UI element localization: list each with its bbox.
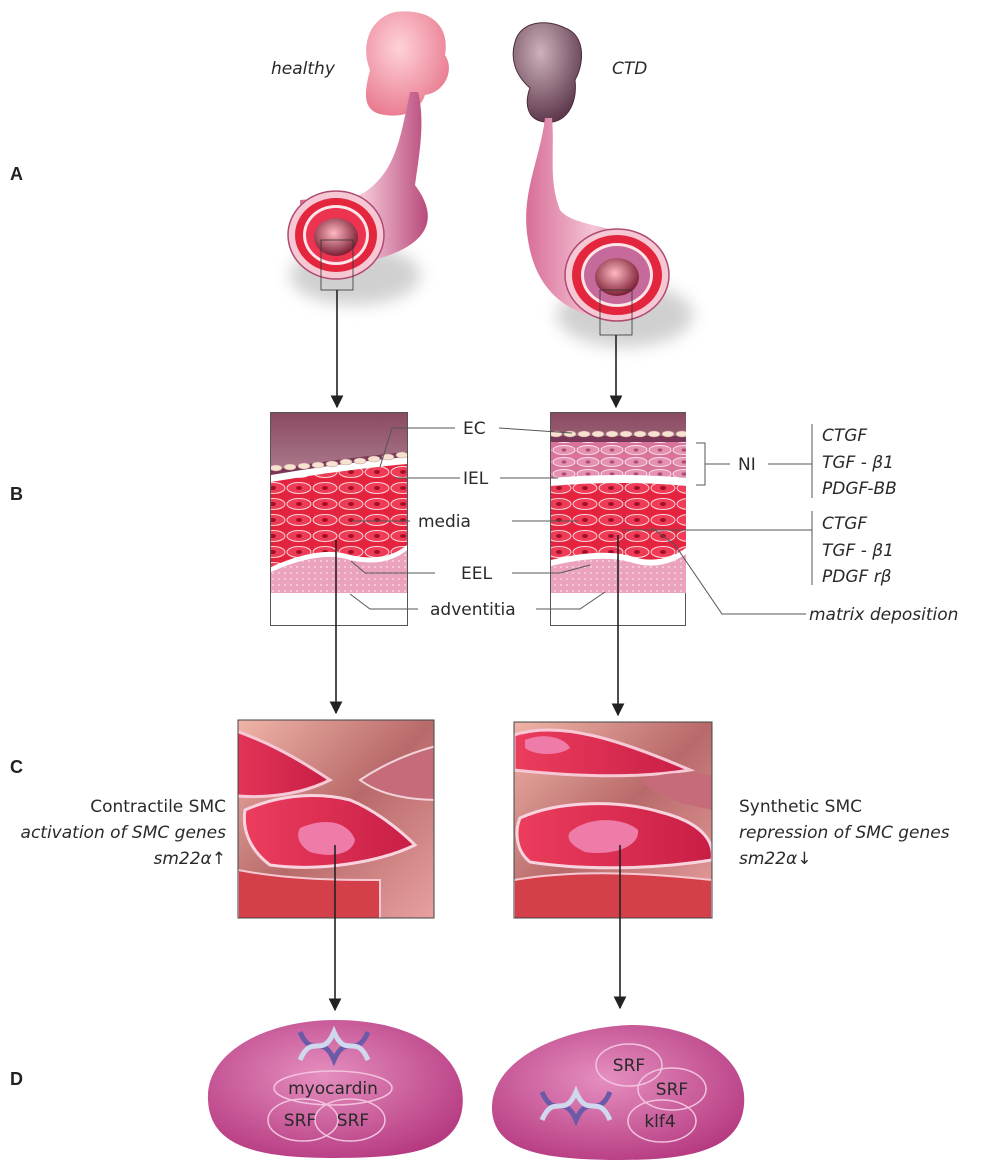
nucleus-healthy-myocardin: myocardin	[288, 1079, 378, 1099]
row-label-b: B	[10, 484, 23, 504]
nucleus-ctd-srf-2: SRF	[656, 1080, 688, 1100]
row-label-a: A	[10, 164, 23, 184]
factor-media-pdgf: PDGF rβ	[822, 567, 892, 587]
label-ctd: CTD	[612, 59, 647, 79]
label-eel: EEL	[461, 564, 492, 584]
nucleus-healthy-srf-2: SRF	[337, 1111, 369, 1131]
label-iel: IEL	[463, 469, 489, 489]
ctd-nucleus	[492, 1025, 744, 1160]
contractile-description: activation of SMC genes	[21, 823, 227, 843]
synthetic-smc-tissue	[514, 722, 712, 920]
synthetic-marker: sm22α↓	[739, 849, 812, 869]
factor-ni-tgf: TGF - β1	[822, 453, 894, 473]
row-label-c: C	[10, 757, 23, 777]
label-media: media	[418, 512, 471, 532]
contractile-smc-tissue	[200, 720, 440, 920]
label-healthy: healthy	[271, 59, 336, 79]
contractile-title: Contractile SMC	[90, 797, 226, 817]
nucleus-healthy-srf-1: SRF	[284, 1111, 316, 1131]
ctd-vessel-illustration	[513, 23, 693, 347]
nucleus-ctd-srf-1: SRF	[613, 1056, 645, 1076]
label-adventitia: adventitia	[430, 600, 516, 620]
label-ni: NI	[738, 455, 756, 475]
factor-ni-pdgf: PDGF-BB	[822, 479, 897, 499]
label-ec: EC	[463, 419, 486, 439]
synthetic-description: repression of SMC genes	[739, 823, 950, 843]
nucleus-ctd-klf4: klf4	[644, 1112, 675, 1132]
label-matrix-deposition: matrix deposition	[809, 605, 958, 625]
factor-ni-ctgf: CTGF	[822, 426, 867, 446]
ctd-wall-section	[550, 413, 688, 626]
factor-media-tgf: TGF - β1	[822, 541, 894, 561]
synthetic-title: Synthetic SMC	[739, 797, 862, 817]
factor-media-ctgf: CTGF	[822, 514, 867, 534]
row-label-d: D	[10, 1069, 23, 1089]
contractile-marker: sm22α↑	[154, 849, 227, 869]
healthy-vessel-illustration	[288, 11, 449, 305]
